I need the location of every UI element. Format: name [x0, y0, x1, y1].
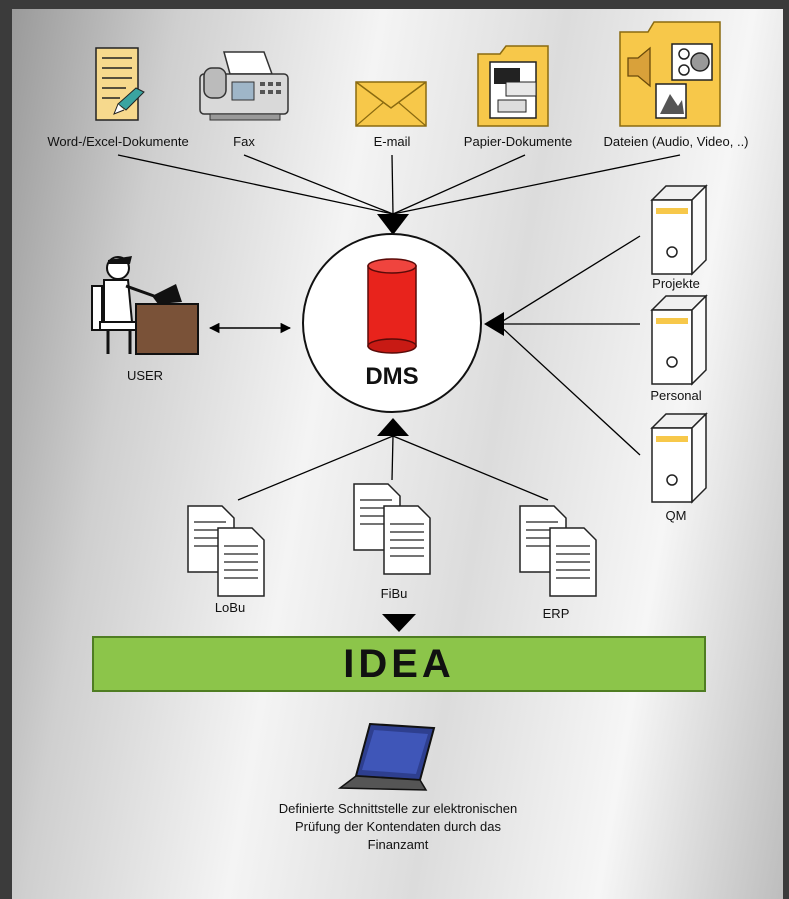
- user-at-desk-icon: [91, 256, 199, 355]
- dms-cylinder-icon: [367, 258, 417, 354]
- user-label: USER: [126, 368, 164, 383]
- label-word-excel: Word-/Excel-Dokumente: [47, 134, 189, 149]
- documents-fibu-icon: [353, 483, 431, 575]
- interface-caption: Definierte Schnittstelle zur elektronisc…: [278, 801, 518, 852]
- label-email: E-mail: [373, 134, 411, 149]
- idea-bar: IDEA: [92, 636, 706, 692]
- label-fax: Fax: [233, 134, 255, 149]
- idea-arrowhead: [382, 614, 416, 632]
- folder-connectors: [497, 235, 641, 456]
- folder-label-qm: QM: [665, 508, 687, 523]
- doc-label-erp: ERP: [542, 606, 570, 621]
- dms-right-arrowhead: [484, 312, 504, 336]
- documents-lobu-icon: [187, 505, 265, 597]
- paper-documents-folder-icon: [477, 45, 549, 127]
- doc-connectors: [237, 435, 549, 501]
- laptop-icon: [337, 722, 436, 791]
- folder-label-personal: Personal: [650, 388, 702, 403]
- email-envelope-icon: [355, 81, 427, 127]
- folder-label-projekte: Projekte: [652, 276, 700, 291]
- label-media-files: Dateien (Audio, Video, ..): [603, 134, 749, 149]
- media-files-folder-icon: [619, 21, 721, 127]
- fax-icon: [199, 51, 289, 121]
- dms-label: DMS: [365, 363, 419, 390]
- binder-projekte-icon: [650, 184, 708, 276]
- doc-label-fibu: FiBu: [380, 586, 408, 601]
- dms-bottom-arrowhead: [377, 418, 409, 436]
- binder-personal-icon: [650, 294, 708, 386]
- word-excel-document-icon: [95, 47, 145, 121]
- doc-label-lobu: LoBu: [214, 600, 246, 615]
- documents-erp-icon: [519, 505, 597, 597]
- idea-label: IDEA: [343, 641, 455, 686]
- binder-qm-icon: [650, 412, 708, 504]
- source-connectors: [117, 154, 681, 215]
- label-paper-documents: Papier-Dokumente: [463, 134, 573, 149]
- dms-top-arrowhead: [377, 214, 409, 235]
